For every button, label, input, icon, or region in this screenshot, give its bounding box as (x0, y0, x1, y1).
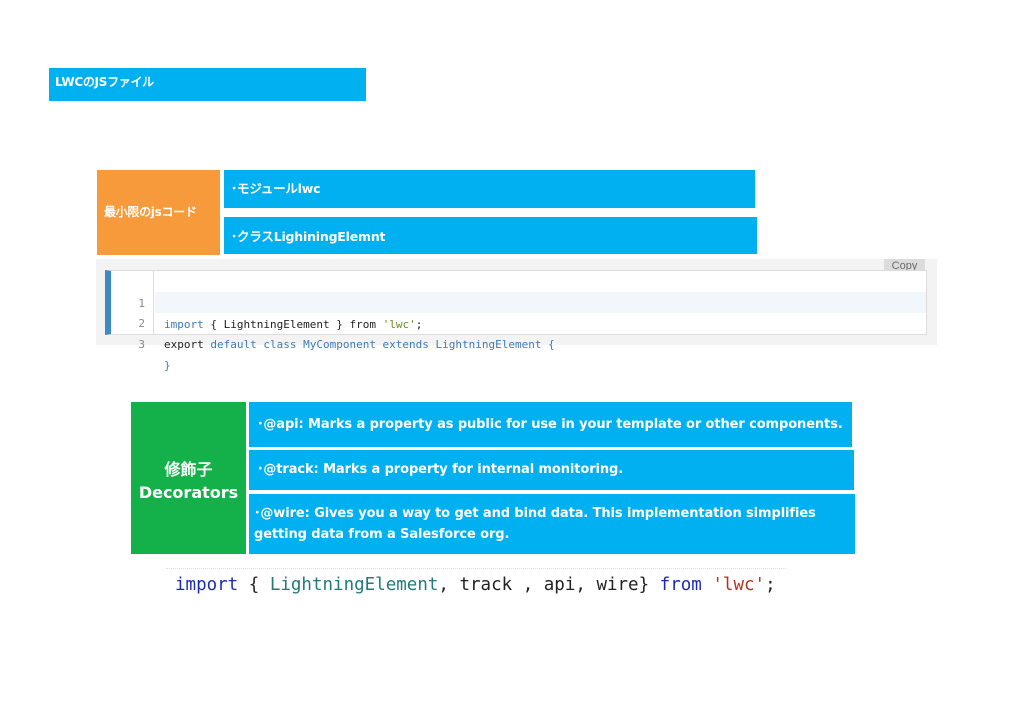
line-number: 3 (138, 338, 145, 351)
import-example: import { LightningElement, track , api, … (166, 568, 786, 601)
code-token: } (164, 359, 171, 372)
code-token: { (203, 318, 224, 331)
line-number-gutter (111, 271, 154, 334)
code-token: from (659, 575, 702, 595)
code-token: default class MyComponent extends Lightn… (203, 338, 542, 351)
code-token: ; (415, 318, 423, 331)
code-token: export (164, 338, 204, 351)
decorator-track: ･@track: Marks a property for internal m… (249, 450, 854, 490)
code-token: { (238, 575, 270, 595)
decorator-api: ･@api: Marks a property as public for us… (249, 402, 852, 447)
decorators-label: 修飾子 Decorators (131, 402, 246, 554)
code-token: LightningElement (223, 318, 330, 331)
code-token: { (541, 338, 555, 351)
code-token: import (175, 575, 239, 595)
code-token: ; (765, 575, 776, 595)
code-line-2: 2 export default class MyComponent exten… (0, 292, 930, 351)
minimal-code-label: 最小限のjsコード (97, 170, 220, 255)
code-token (702, 575, 713, 595)
page-title: LWCのJSファイル (49, 68, 366, 101)
highlighted-line (155, 292, 926, 313)
decorators-label-jp: 修飾子 (164, 460, 213, 479)
module-lwc-item: ･モジュールlwc (224, 170, 755, 208)
code-line-3: 3 } (0, 313, 930, 372)
decorators-label-en: Decorators (138, 483, 239, 502)
code-token: , track , api, wire} (438, 575, 660, 595)
code-token: 'lwc' (382, 318, 416, 331)
code-token: from (349, 318, 376, 331)
decorator-wire: ･@wire: Gives you a way to get and bind … (249, 494, 855, 554)
line-number: 1 (138, 297, 145, 310)
code-token: import (164, 318, 204, 331)
code-line-1: 1 import { LightningElement } from 'lwc'… (0, 272, 930, 331)
code-token: } (329, 318, 350, 331)
class-lightning-element-item: ･クラスLighiningElemnt (224, 217, 757, 254)
code-token: LightningElement (269, 575, 439, 595)
copy-button[interactable]: Copy (884, 259, 925, 273)
code-token: 'lwc' (712, 575, 766, 595)
line-number: 2 (138, 317, 145, 330)
